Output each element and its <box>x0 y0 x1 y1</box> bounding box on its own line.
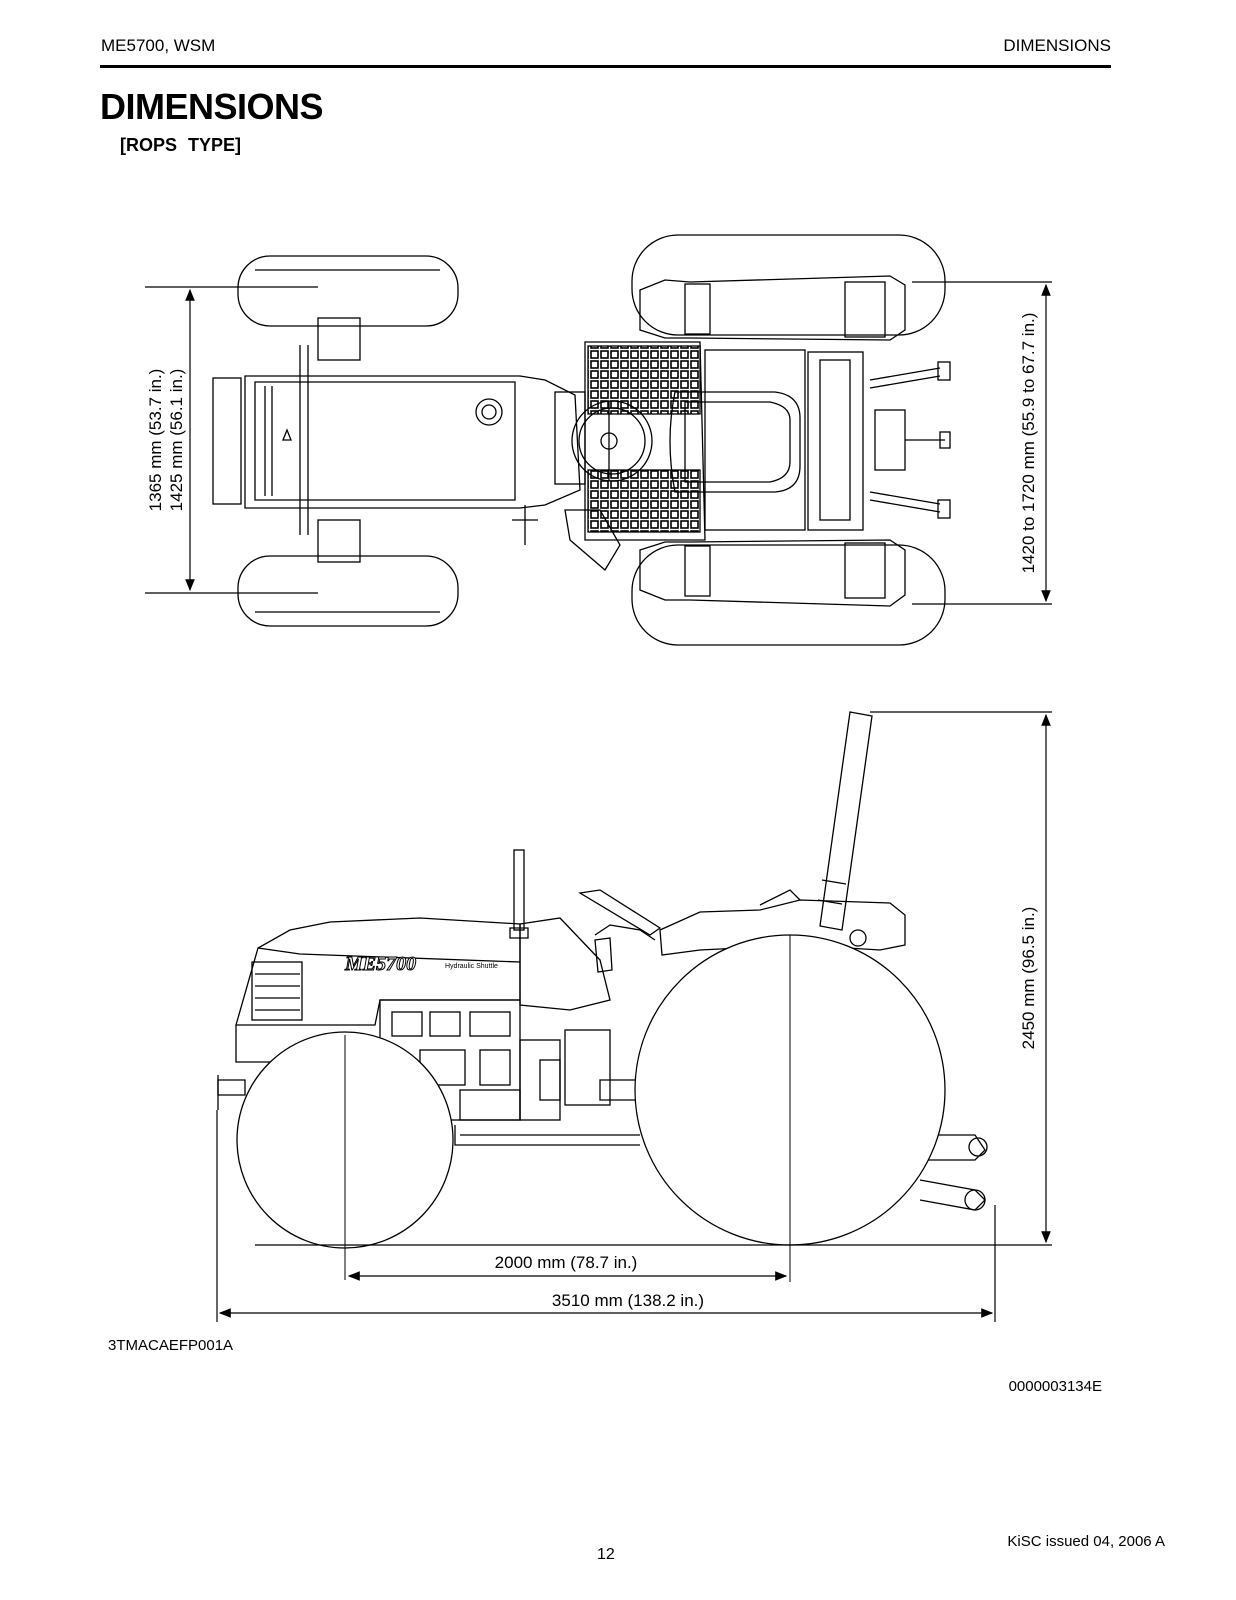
operator-seat <box>669 391 801 493</box>
page-title: DIMENSIONS <box>100 86 324 127</box>
right-floor-grate <box>587 469 701 533</box>
figure-code: 3TMACAEFP001A <box>108 1337 234 1354</box>
rear-right-tire <box>631 544 946 646</box>
hood-side <box>235 917 521 1026</box>
hood-model-badge: ME5700 <box>344 953 416 975</box>
header-rule <box>100 65 1111 68</box>
top-view-dimensions <box>145 281 1052 605</box>
front-right-tire <box>237 555 459 627</box>
fuel-cap <box>475 398 503 426</box>
page-number: 12 <box>597 1546 615 1563</box>
document-code: 0000003134E <box>1008 1378 1102 1395</box>
steering-wheel <box>571 400 653 482</box>
left-floor-grate <box>587 345 701 415</box>
right-fender <box>639 539 906 607</box>
front-tread-2-label: 1425 mm (56.1 in.) <box>167 369 186 512</box>
front-grille <box>251 961 303 1021</box>
wheelbase-label: 2000 mm (78.7 in.) <box>495 1253 638 1272</box>
section-subtitle: [ROPS TYPE] <box>120 135 242 155</box>
header-left: ME5700, WSM <box>101 36 216 55</box>
rops-bar <box>819 711 873 931</box>
overall-height-label: 2450 mm (96.5 in.) <box>1019 907 1038 1050</box>
left-fender <box>639 275 906 341</box>
rear-left-tire <box>631 234 946 336</box>
hood-top <box>244 375 581 509</box>
side-view-drawing <box>217 711 988 1211</box>
hood-badge-sub: Hydraulic Shuttle <box>445 963 498 970</box>
side-view-dimensions <box>216 711 1052 1322</box>
rear-tread-label: 1420 to 1720 mm (55.9 to 67.7 in.) <box>1019 313 1038 574</box>
rops-base-top <box>807 351 864 531</box>
front-left-tire <box>237 255 459 327</box>
front-tread-1-label: 1365 mm (53.7 in.) <box>146 369 165 512</box>
battery-box <box>564 509 621 571</box>
top-view-drawing <box>212 234 951 646</box>
overall-length-label: 3510 mm (138.2 in.) <box>552 1291 704 1310</box>
header-right: DIMENSIONS <box>1003 36 1111 55</box>
footer-issued: KiSC issued 04, 2006 A <box>1007 1533 1165 1550</box>
